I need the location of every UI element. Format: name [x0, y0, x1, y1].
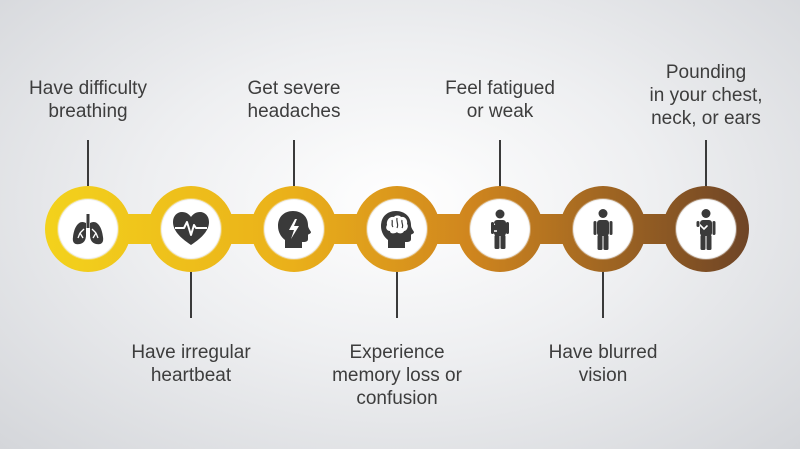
step-node	[58, 199, 118, 259]
step-label: Experience memory loss or confusion	[332, 342, 462, 409]
connector-line	[602, 272, 604, 318]
step-node	[573, 199, 633, 259]
step-node	[676, 199, 736, 259]
connector-line	[293, 140, 295, 186]
step-node	[367, 199, 427, 259]
connector-line	[396, 272, 398, 318]
standing-person-icon	[593, 209, 613, 250]
step-node	[470, 199, 530, 259]
headache-icon	[278, 211, 311, 248]
step-label: Have blurred vision	[548, 342, 658, 386]
fatigued-person-icon	[490, 209, 509, 249]
step-label: Have difficulty breathing	[29, 78, 147, 122]
connector-line	[499, 140, 501, 186]
step-label: Get severe headaches	[247, 78, 341, 122]
step-node	[161, 199, 221, 259]
chest-pain-person-icon	[696, 209, 716, 250]
step-node	[264, 199, 324, 259]
heartbeat-icon	[173, 212, 209, 245]
step-label: Pounding in your chest, neck, or ears	[649, 62, 763, 129]
step-label: Have irregular heartbeat	[131, 342, 251, 386]
connector-line	[87, 140, 89, 186]
step-label: Feel fatigued or weak	[445, 78, 555, 122]
brain-head-icon	[381, 211, 414, 248]
connector-line	[190, 272, 192, 318]
connector-line	[705, 140, 707, 186]
lungs-icon	[72, 214, 104, 245]
